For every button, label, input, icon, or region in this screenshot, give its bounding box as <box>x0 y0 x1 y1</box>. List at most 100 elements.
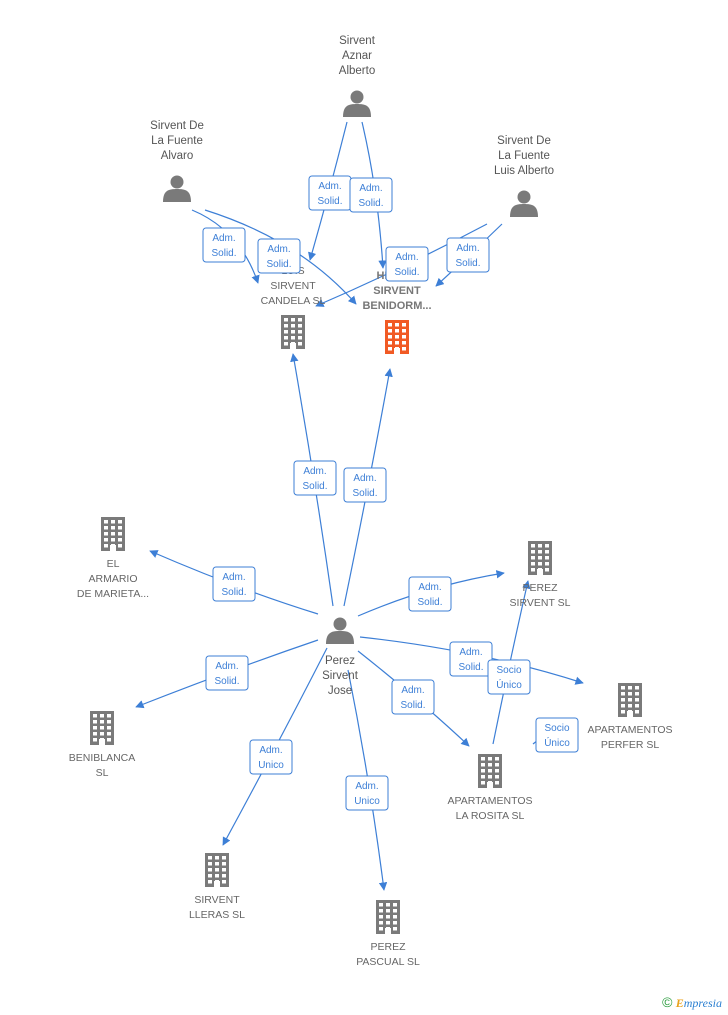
edge-label-text: Adm. <box>259 745 282 756</box>
edge-label-text: Adm. <box>318 181 341 192</box>
node-label: Aznar <box>342 50 372 62</box>
building-icon <box>281 315 305 349</box>
edge-label-text: Solid. <box>211 248 236 259</box>
edge-label-box <box>205 655 249 691</box>
edge-label-box <box>212 566 256 602</box>
node-label: ARMARIO <box>88 573 137 585</box>
edge-label-text: Solid. <box>352 488 377 499</box>
brand-name: mpresia <box>683 996 722 1010</box>
node-label: BENIBLANCA <box>69 752 136 764</box>
node-label: Sirvent De <box>497 135 551 147</box>
edge-label[interactable]: Adm. Solid. <box>349 177 393 213</box>
edge-label[interactable]: Adm.Solid. <box>343 467 387 503</box>
edge-label-text: Adm. <box>222 572 245 583</box>
edge-label[interactable]: Adm. Solid. <box>257 238 301 274</box>
node-label: SL <box>96 767 109 779</box>
edge-label-text: Único <box>496 678 522 691</box>
node-helios[interactable]: HELIOSSIRVENTBENIDORM... <box>362 270 432 354</box>
edge-label-text: Socio <box>544 723 569 734</box>
edge-label-box <box>257 238 301 274</box>
edge-label[interactable]: Adm. Solid. <box>449 641 493 677</box>
edge-label-text: Solid. <box>394 267 419 278</box>
building-icon <box>205 853 229 887</box>
node-perfer[interactable]: APARTAMENTOS PERFER SL <box>588 683 673 751</box>
node-label: APARTAMENTOS <box>448 795 533 807</box>
edge-label[interactable]: Adm. Solid. <box>293 460 337 496</box>
node-label: CANDELA SL <box>261 295 326 307</box>
edge-label-text: Adm. <box>212 233 235 244</box>
edge-label-text: Solid. <box>317 196 342 207</box>
node-label: DE MARIETA... <box>77 588 149 600</box>
node-label: APARTAMENTOS <box>588 724 673 736</box>
edge-label-text: Solid. <box>266 259 291 270</box>
node-candela[interactable]: LUISSIRVENTCANDELA SL <box>261 265 326 349</box>
node-label: Sirvent De <box>150 120 204 132</box>
edge-label-text: Adm. <box>395 252 418 263</box>
edge-label-text: Adm. <box>418 582 441 593</box>
node-label: Jose <box>328 685 352 697</box>
edge-label[interactable]: Adm. Solid. <box>446 237 490 273</box>
edge-label-text: Unico <box>354 796 380 807</box>
edge-label-text: Solid. <box>458 662 483 673</box>
person-icon <box>343 90 371 117</box>
edge-label-text: Solid. <box>455 258 480 269</box>
edge-label-text: Solid. <box>400 700 425 711</box>
node-label: Alberto <box>339 65 375 77</box>
edge-label-text: Solid. <box>302 481 327 492</box>
edge-label-box <box>343 467 387 503</box>
edge-label[interactable]: Adm. Unico <box>249 739 293 775</box>
person-icon <box>326 617 354 644</box>
edge-label-box <box>535 717 579 753</box>
edge-label[interactable]: Adm. Solid. <box>408 576 452 612</box>
edge-label-text: Adm. <box>359 183 382 194</box>
edge-label[interactable]: Adm.Unico <box>345 775 389 811</box>
edge-label[interactable]: Adm. Solid. <box>385 246 429 282</box>
node-label: La Fuente <box>151 135 203 147</box>
node-label: PASCUAL SL <box>356 956 420 968</box>
edge-label-box <box>487 659 531 695</box>
node-rosita[interactable]: APARTAMENTOS LA ROSITA SL <box>448 754 533 822</box>
edge-label[interactable]: Adm. Solid. <box>202 227 246 263</box>
node-label: EL <box>107 558 120 570</box>
node-label: PERFER SL <box>601 739 660 751</box>
edge-label-box <box>449 641 493 677</box>
edge-label-text: Adm. <box>215 661 238 672</box>
building-icon <box>528 541 552 575</box>
edge-label[interactable]: Adm.Solid. <box>212 566 256 602</box>
node-armario[interactable]: EL ARMARIO DE MARIETA... <box>77 517 149 600</box>
edge-label-text: Adm. <box>459 647 482 658</box>
node-label: PEREZ <box>522 582 558 594</box>
edge-label[interactable]: Adm. Solid. <box>308 175 352 211</box>
edge-label-text: Unico <box>258 760 284 771</box>
edge-label-text: Solid. <box>358 198 383 209</box>
node-beniblanca[interactable]: BENIBLANCA SL <box>69 711 136 779</box>
building-icon <box>478 754 502 788</box>
edge-label[interactable]: Adm. Solid. <box>205 655 249 691</box>
edge-label-text: Adm. <box>303 466 326 477</box>
edge-label-text: Solid. <box>214 676 239 687</box>
node-label: LA ROSITA SL <box>456 810 525 822</box>
node-label: La Fuente <box>498 150 550 162</box>
edge-label-text: Adm. <box>456 243 479 254</box>
empresia-watermark: © Empresia <box>662 994 722 1011</box>
edge-label-box <box>202 227 246 263</box>
edge-label-text: Adm. <box>401 685 424 696</box>
edge-label-text: Único <box>544 736 570 749</box>
node-label: Sirvent <box>322 670 359 682</box>
node-label: SIRVENT <box>373 285 421 297</box>
edge-label[interactable]: Adm. Solid. <box>391 679 435 715</box>
node-label: Alvaro <box>161 150 194 162</box>
edge-label-text: Solid. <box>417 597 442 608</box>
edge-label-box <box>446 237 490 273</box>
edge-label-text: Adm. <box>267 244 290 255</box>
